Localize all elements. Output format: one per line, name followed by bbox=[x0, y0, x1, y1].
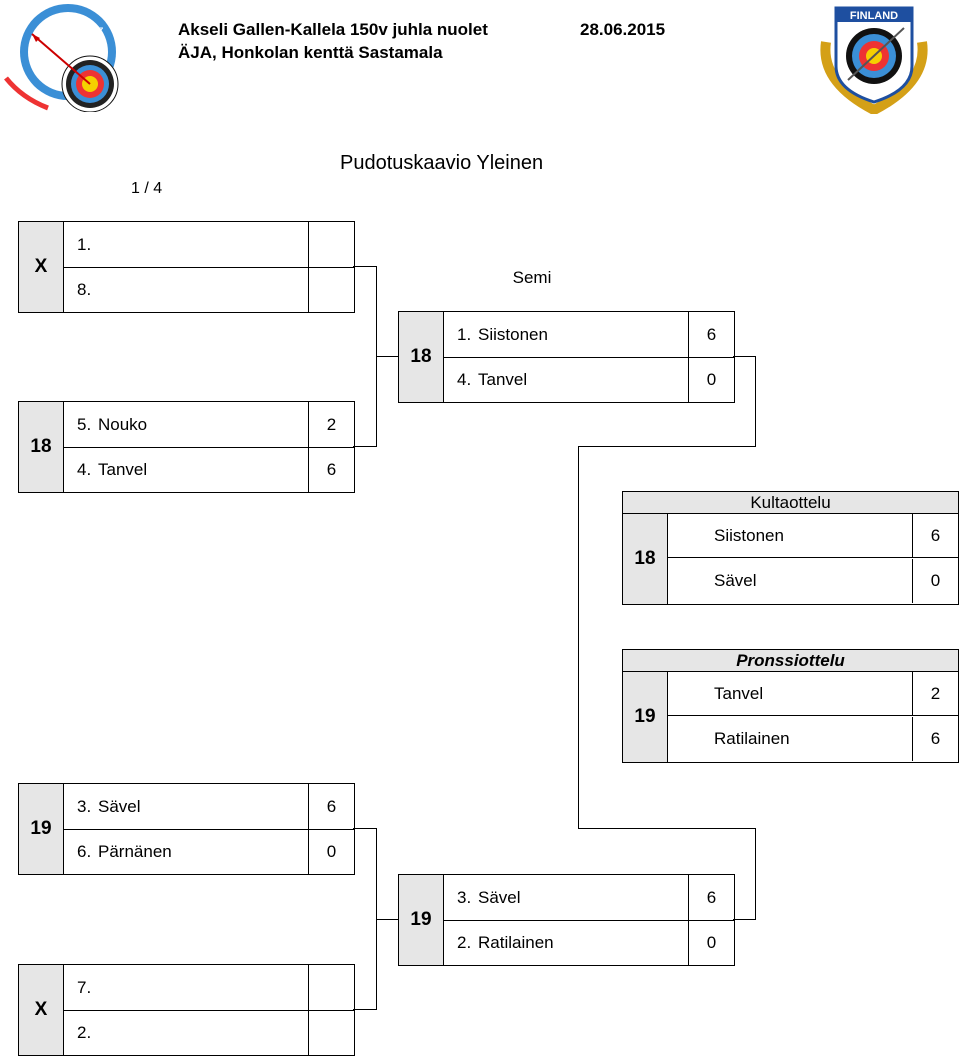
match-row: 2. bbox=[64, 1010, 354, 1055]
archer-name: Sävel bbox=[714, 571, 757, 590]
match-row: Tanvel 2 bbox=[668, 672, 958, 716]
bronze-final-title: Pronssiottelu bbox=[623, 650, 958, 672]
target-number: 18 bbox=[623, 514, 668, 604]
set-score: 6 bbox=[688, 875, 734, 920]
set-score: 2 bbox=[912, 672, 958, 715]
archer-name: Siistonen bbox=[478, 324, 548, 344]
quarterfinal-match: 18 5. Nouko 2 4. Tanvel 6 bbox=[18, 401, 355, 493]
set-score: 0 bbox=[688, 920, 734, 965]
match-row: 8. bbox=[64, 267, 354, 312]
match-row: 4. Tanvel 0 bbox=[444, 357, 734, 402]
target-number: 18 bbox=[399, 312, 444, 402]
archer-name: Siistonen bbox=[714, 525, 784, 545]
bracket-line bbox=[376, 919, 398, 920]
set-score: 0 bbox=[688, 357, 734, 402]
bracket-line bbox=[353, 446, 377, 447]
quarterfinal-match: 19 3. Sävel 6 6. Pärnänen 0 bbox=[18, 783, 355, 875]
bracket-line bbox=[353, 828, 376, 829]
seed-rank: 7. bbox=[77, 977, 92, 997]
gold-final-match: Kultaottelu 18 Siistonen 6 Sävel 0 bbox=[622, 491, 959, 605]
archer-name: Sävel bbox=[98, 796, 141, 816]
seed-rank: 5. bbox=[77, 414, 92, 434]
set-score: 0 bbox=[912, 559, 958, 603]
set-score: 2 bbox=[308, 402, 354, 447]
seed-rank: 6. bbox=[77, 841, 92, 861]
event-date: 28.06.2015 bbox=[580, 20, 666, 39]
seed-rank: 4. bbox=[457, 369, 472, 389]
bracket-line bbox=[755, 356, 756, 446]
quarterfinal-match: X 1. 8. bbox=[18, 221, 355, 313]
match-row: 7. bbox=[64, 965, 354, 1011]
semi-label: Semi bbox=[512, 268, 552, 287]
set-score bbox=[308, 267, 354, 312]
set-score: 6 bbox=[912, 514, 958, 557]
set-score bbox=[308, 965, 354, 1010]
match-row: 1. bbox=[64, 222, 354, 268]
match-row: 5. Nouko 2 bbox=[64, 402, 354, 448]
match-row: Ratilainen 6 bbox=[668, 717, 958, 761]
bracket-line bbox=[578, 828, 756, 829]
seed-rank: 8. bbox=[77, 279, 92, 299]
seed-rank: 2. bbox=[77, 1022, 92, 1042]
match-row: 1. Siistonen 6 bbox=[444, 312, 734, 358]
target-number: 19 bbox=[623, 672, 668, 762]
finland-archery-logo: FINLAND bbox=[812, 2, 936, 116]
seed-rank: 1. bbox=[457, 324, 472, 344]
match-row: Siistonen 6 bbox=[668, 514, 958, 558]
seed-rank: 3. bbox=[77, 796, 92, 816]
gold-final-title: Kultaottelu bbox=[623, 492, 958, 514]
bracket-line bbox=[353, 266, 376, 267]
archer-name: Ratilainen bbox=[714, 729, 790, 748]
bracket-line bbox=[755, 828, 756, 919]
archer-name: Pärnänen bbox=[98, 841, 172, 861]
target-number: X bbox=[19, 965, 64, 1055]
bracket-line bbox=[733, 356, 755, 357]
page-title: Pudotuskaavio Yleinen bbox=[340, 152, 544, 174]
seed-rank: 1. bbox=[77, 234, 92, 254]
bracket-line bbox=[353, 1009, 377, 1010]
set-score bbox=[308, 1010, 354, 1055]
club-logo: 1997 bbox=[2, 2, 128, 113]
event-title: Akseli Gallen-Kallela 150v juhla nuolet bbox=[178, 20, 488, 39]
set-score: 6 bbox=[308, 784, 354, 829]
bracket-line bbox=[578, 446, 579, 828]
seed-rank: 3. bbox=[457, 887, 472, 907]
bracket-line bbox=[578, 446, 756, 447]
target-number: 19 bbox=[19, 784, 64, 874]
archer-name: Tanvel bbox=[478, 369, 528, 389]
quarterfinal-match: X 7. 2. bbox=[18, 964, 355, 1056]
semifinal-match: 18 1. Siistonen 6 4. Tanvel 0 bbox=[398, 311, 735, 403]
target-number: 19 bbox=[399, 875, 444, 965]
set-score bbox=[308, 222, 354, 267]
archer-name: Tanvel bbox=[98, 459, 148, 479]
bracket-line bbox=[376, 356, 398, 357]
bracket-line bbox=[733, 919, 756, 920]
target-number: 18 bbox=[19, 402, 64, 492]
set-score: 6 bbox=[308, 447, 354, 492]
page-number: 1 / 4 bbox=[131, 180, 163, 197]
set-score: 6 bbox=[912, 717, 958, 761]
match-row: Sävel 0 bbox=[668, 559, 958, 603]
archer-name: Tanvel bbox=[714, 683, 764, 703]
semifinal-match: 19 3. Sävel 6 2. Ratilainen 0 bbox=[398, 874, 735, 966]
archer-name: Ratilainen bbox=[478, 932, 554, 952]
set-score: 6 bbox=[688, 312, 734, 357]
archer-name: Nouko bbox=[98, 414, 148, 434]
set-score: 0 bbox=[308, 829, 354, 874]
bronze-final-match: Pronssiottelu 19 Tanvel 2 Ratilainen 6 bbox=[622, 649, 959, 763]
match-row: 3. Sävel 6 bbox=[64, 784, 354, 830]
target-number: X bbox=[19, 222, 64, 312]
match-row: 4. Tanvel 6 bbox=[64, 447, 354, 492]
match-row: 6. Pärnänen 0 bbox=[64, 829, 354, 874]
bracket-line bbox=[376, 828, 377, 1009]
seed-rank: 2. bbox=[457, 932, 472, 952]
seed-rank: 4. bbox=[77, 459, 92, 479]
svg-text:1997: 1997 bbox=[76, 25, 104, 39]
event-venue: ÄJA, Honkolan kenttä Sastamala bbox=[178, 43, 443, 62]
match-row: 3. Sävel 6 bbox=[444, 875, 734, 921]
archer-name: Sävel bbox=[478, 887, 521, 907]
match-row: 2. Ratilainen 0 bbox=[444, 920, 734, 965]
svg-text:FINLAND: FINLAND bbox=[850, 10, 898, 22]
